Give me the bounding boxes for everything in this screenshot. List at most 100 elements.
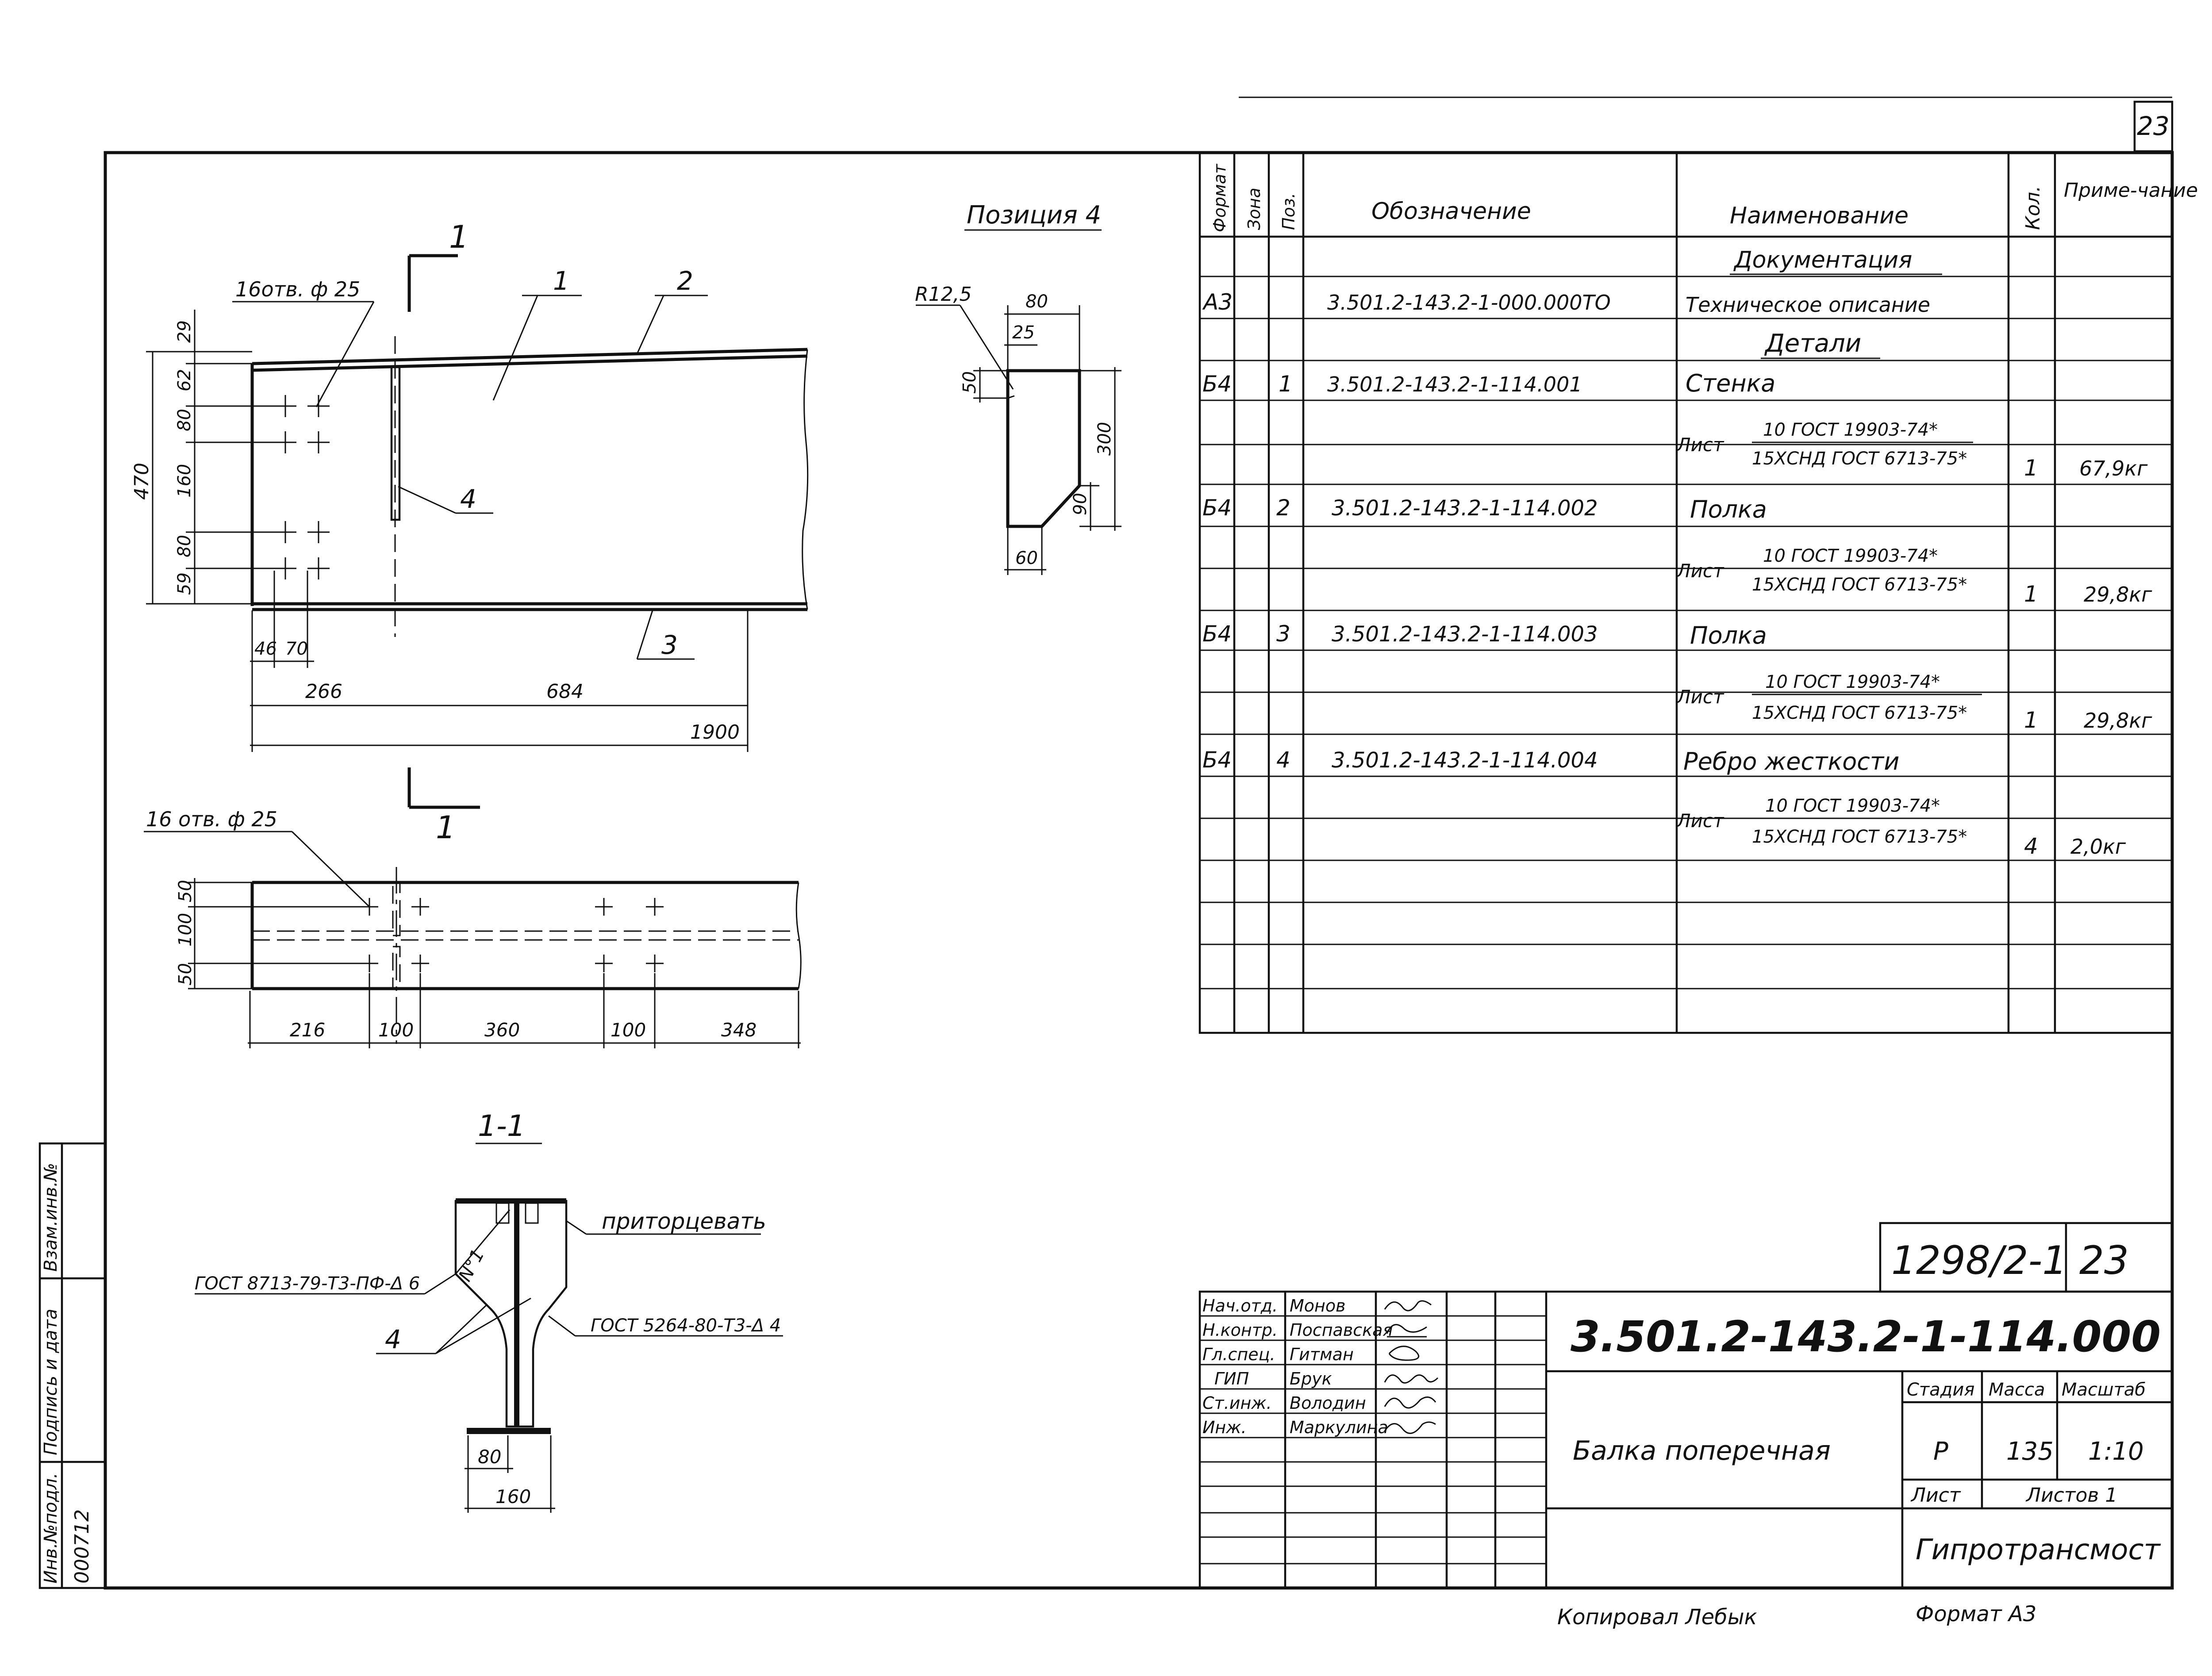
section-mark-bottom: 1 [436, 809, 456, 846]
item-name: Полка [1690, 621, 1767, 649]
item-designation: 3.501.2-143.2-1-114.003 [1332, 622, 1598, 647]
plan-dim-216: 216 [290, 1019, 325, 1041]
signer-name: Гитман [1290, 1345, 1354, 1364]
col-stage: Стадия [1907, 1380, 1974, 1400]
item-format: Б4 [1202, 747, 1232, 773]
signer-role: Н.контр. [1202, 1320, 1278, 1340]
sheets-label: Листов 1 [2025, 1484, 2117, 1507]
spec-header-zone: Зона [1244, 188, 1264, 230]
dim-bottom-46: 46 [254, 639, 277, 659]
item-qty: 1 [2024, 455, 2038, 481]
plan-dim-100a: 100 [378, 1019, 414, 1041]
plan-dim-348: 348 [721, 1019, 757, 1041]
spec-doc-format: А3 [1202, 289, 1233, 315]
signer-name: Брук [1290, 1369, 1332, 1388]
item-name: Ребро жесткости [1683, 748, 1899, 775]
section-title: 1-1 [478, 1109, 526, 1143]
section-dim-80: 80 [478, 1446, 501, 1468]
spec-header-name: Наименование [1730, 203, 1909, 229]
callout-2: 2 [677, 266, 693, 296]
side-stamp: Инв.№подл. Подпись и дата Взам.инв.№ 000… [38, 1142, 107, 1589]
spec-item-2: Б4 2 3.501.2-143.2-1-114.002 Полка Лист … [1202, 495, 2152, 607]
main-view: 1 29 62 80 160 80 59 470 [131, 219, 809, 846]
spec-section-documents: Документация [1733, 247, 1912, 273]
signer-role: ГИП [1214, 1369, 1249, 1388]
item-pos: 1 [1279, 371, 1293, 397]
spec-header-note: Приме-чание [2064, 179, 2198, 202]
dim-left-80b: 80 [174, 535, 195, 557]
item-sheet: Лист [1676, 560, 1724, 582]
item-pos: 2 [1276, 495, 1290, 521]
item-note: 29,8кг [2084, 709, 2152, 733]
item-format: Б4 [1202, 621, 1232, 647]
item-designation: 3.501.2-143.2-1-114.002 [1332, 496, 1598, 521]
drawing-name: Балка поперечная [1573, 1435, 1831, 1466]
dim-left-160: 160 [174, 464, 195, 498]
title-block-rows [1200, 1315, 1546, 1565]
section-note-trim: приторцевать [602, 1208, 766, 1234]
spec-item-1: Б4 1 3.501.2-143.2-1-114.001 Стенка Лист… [1202, 369, 2148, 481]
signer-role: Нач.отд. [1202, 1296, 1278, 1315]
col-mass: Масса [1989, 1380, 2045, 1400]
item-designation: 3.501.2-143.2-1-114.004 [1332, 748, 1598, 773]
spec-table-rows [1200, 276, 2172, 989]
item-gost-bottom: 15ХСНД ГОСТ 6713-75* [1752, 703, 1967, 723]
stamp-label-replace: Взам.инв.№ [41, 1163, 61, 1272]
signer-name: Поспавская [1290, 1320, 1393, 1340]
item-format: Б4 [1202, 495, 1232, 521]
item-note: 29,8кг [2084, 583, 2152, 606]
dim-total-height: 470 [131, 463, 153, 500]
dim-left-62: 62 [174, 369, 195, 391]
corner-sheet-number: 23 [2137, 111, 2170, 141]
copied-by-note: Копировал Лебык [1557, 1605, 1757, 1630]
item-gost-top: 10 ГОСТ 19903-74* [1763, 546, 1938, 566]
dim-left-29: 29 [174, 320, 195, 343]
mass-value: 135 [2006, 1437, 2054, 1466]
spec-header-format: Формат [1210, 163, 1229, 232]
stamp-label-signature: Подпись и дата [41, 1309, 61, 1455]
callout-4: 4 [460, 484, 476, 514]
callout-1: 1 [553, 266, 569, 296]
item-format: Б4 [1202, 371, 1232, 397]
stage-value: Р [1933, 1437, 1948, 1466]
stamp-label-inv: Инв.№подл. [41, 1473, 61, 1584]
dim-left-59: 59 [174, 572, 195, 595]
item-qty: 1 [2024, 581, 2038, 607]
item-name: Полка [1690, 495, 1767, 523]
item-gost-top: 10 ГОСТ 19903-74* [1763, 420, 1938, 440]
item-pos: 3 [1276, 621, 1290, 647]
spec-table: Формат Зона Поз. Обозначение Наименовани… [1198, 151, 2198, 1034]
position4-dim-300: 300 [1094, 422, 1115, 456]
organization: Гипротрансмост [1916, 1534, 2161, 1566]
spec-header-designation: Обозначение [1371, 198, 1531, 225]
handwritten-signatures [1384, 1300, 1439, 1434]
holes-note-main: 16отв. ф 25 [235, 277, 360, 301]
item-qty: 1 [2024, 707, 2038, 733]
item-gost-top: 10 ГОСТ 19903-74* [1765, 672, 1940, 692]
section-mark-top: 1 [449, 219, 469, 255]
signer-role: Инж. [1202, 1418, 1247, 1437]
plan-view: 216 100 360 100 348 50 100 50 16 отв. ф … [144, 807, 802, 1048]
section-dim-160: 160 [495, 1486, 531, 1507]
signer-name: Маркулина [1290, 1418, 1388, 1437]
position4-radius: R12,5 [915, 283, 972, 306]
position4-title: Позиция 4 [967, 201, 1101, 230]
dim-bottom-70: 70 [285, 639, 308, 659]
position4-dim-80: 80 [1025, 291, 1048, 312]
position4-dim-60: 60 [1015, 548, 1038, 568]
item-gost-bottom: 15ХСНД ГОСТ 6713-75* [1752, 449, 1967, 469]
section-note-right: ГОСТ 5264-80-Т3-Δ 4 [591, 1315, 781, 1336]
item-note: 2,0кг [2070, 835, 2126, 859]
signer-role: Ст.инж. [1202, 1393, 1272, 1413]
callout-3: 3 [661, 630, 678, 660]
item-pos: 4 [1276, 747, 1290, 773]
spec-header-pos: Поз. [1279, 193, 1298, 230]
spec-section-details: Детали [1764, 329, 1861, 358]
dim-total-length: 1900 [690, 721, 740, 744]
item-sheet: Лист [1676, 686, 1724, 708]
spec-doc-designation: 3.501.2-143.2-1-000.000ТО [1327, 291, 1611, 314]
hole-markers [274, 395, 330, 579]
plan-dim-left-50a: 50 [175, 880, 196, 902]
format-note: Формат А3 [1916, 1602, 2036, 1626]
holes-note-plan: 16 отв. ф 25 [146, 807, 277, 831]
